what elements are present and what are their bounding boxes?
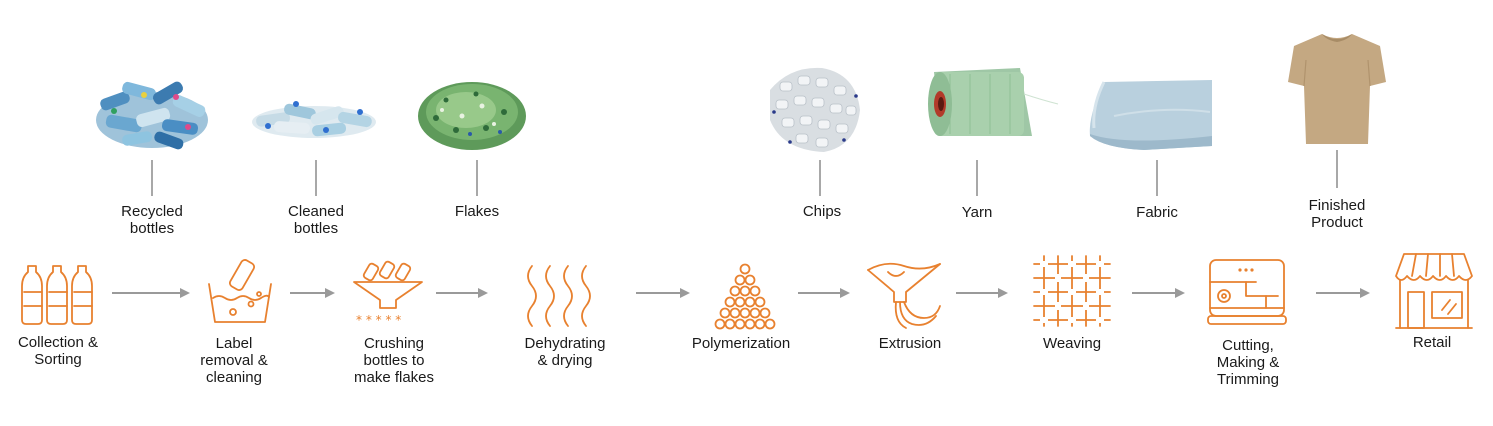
recycled-bottles-photo — [96, 81, 208, 150]
material-label-cleaned-bottles: Cleaned bottles — [288, 203, 344, 237]
woven-grid-icon — [1033, 255, 1111, 327]
fabric-photo — [1089, 80, 1212, 150]
step-label-collection: Collection & Sorting — [17, 334, 99, 368]
step-label-cutting: Cutting, Making & Trimming — [1216, 337, 1280, 388]
material-label-fabric: Fabric — [1136, 204, 1178, 221]
step-label-polymerization: Polymerization — [691, 335, 791, 352]
step-label-dehydrating: Dehydrating & drying — [524, 335, 606, 369]
material-label-flakes: Flakes — [454, 203, 500, 220]
washing-basin-icon — [208, 259, 272, 323]
extrusion-funnel-icon — [867, 262, 941, 329]
bottles-icon — [21, 265, 93, 325]
step-label-weaving: Weaving — [1042, 335, 1102, 352]
step-label-extrusion: Extrusion — [878, 335, 942, 352]
sewing-machine-icon — [1207, 259, 1287, 325]
molecule-pyramid-icon — [714, 263, 776, 330]
crusher-funnel-icon: * * * * * — [353, 260, 423, 326]
material-label-yarn: Yarn — [961, 204, 993, 221]
yarn-photo — [928, 68, 1059, 136]
storefront-icon — [1395, 253, 1473, 329]
material-label-recycled-bottles: Recycled bottles — [121, 203, 183, 237]
cleaned-bottles-photo — [252, 101, 376, 138]
t-shirt-photo — [1288, 34, 1386, 144]
heat-waves-icon — [527, 265, 591, 327]
chips-photo — [770, 67, 860, 152]
material-label-finished-product: Finished Product — [1308, 197, 1366, 231]
step-label-retail: Retail — [1412, 334, 1452, 351]
step-label-label-removal: Label removal & cleaning — [200, 335, 268, 386]
svg-text:* * * * *: * * * * * — [356, 313, 401, 326]
material-label-chips: Chips — [802, 203, 842, 220]
flakes-photo — [418, 82, 526, 150]
step-label-crushing: Crushing bottles to make flakes — [353, 335, 435, 386]
